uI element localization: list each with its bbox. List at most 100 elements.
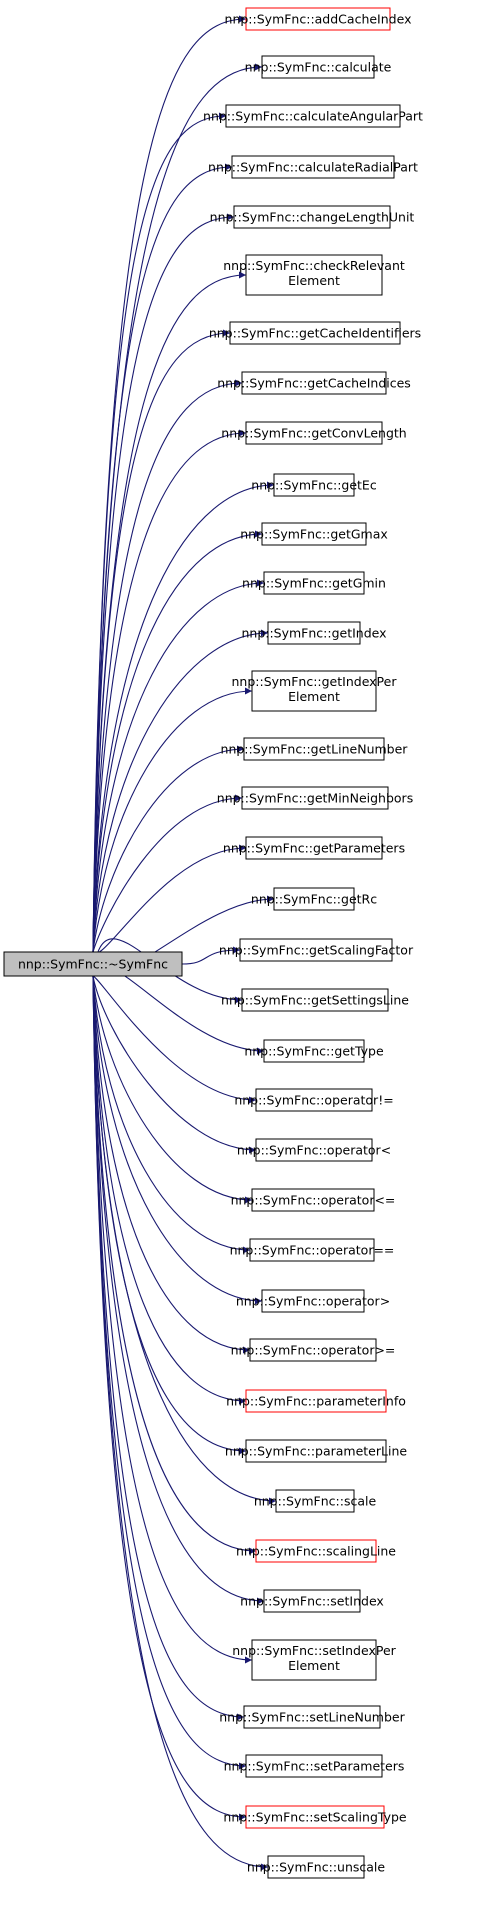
callee-nnp-symfnc-gettype[interactable]: nnp::SymFnc::getType	[244, 1039, 384, 1063]
callee-nnp-symfnc-getlinenumber-box	[243, 737, 385, 761]
callee-nnp-symfnc-getsettingsline-box	[241, 988, 389, 1012]
callee-nnp-symfnc-operator[interactable]: nnp::SymFnc::operator==	[230, 1238, 395, 1262]
callee-nnp-symfnc-setindex[interactable]: nnp::SymFnc::setIndex	[240, 1589, 384, 1613]
callee-nnp-symfnc-getcacheidentifiers[interactable]: nnp::SymFnc::getCacheIdentifiers	[209, 321, 421, 345]
callee-nnp-symfnc-getindex[interactable]: nnp::SymFnc::getIndex	[241, 621, 387, 645]
callee-nnp-symfnc-operator-label: nnp::SymFnc::operator!=	[234, 1093, 393, 1108]
edge-nnp-symfnc-scale	[92, 975, 277, 1505]
edge-nnp-symfnc-operator	[92, 975, 253, 1204]
callee-nnp-symfnc-addcacheindex-label: nnp::SymFnc::addCacheIndex	[225, 12, 412, 27]
callee-nnp-symfnc-getlinenumber[interactable]: nnp::SymFnc::getLineNumber	[221, 737, 409, 761]
callee-nnp-symfnc-checkrelevant-element-label: Element	[288, 273, 340, 288]
callee-nnp-symfnc-setindexper-element-box	[251, 1639, 377, 1681]
callee-nnp-symfnc-operator-box	[251, 1188, 375, 1212]
edge-nnp-symfnc-operator	[92, 975, 251, 1254]
callee-nnp-symfnc-getindexper-element-label: Element	[288, 689, 340, 704]
callee-nnp-symfnc-getgmin-label: nnp::SymFnc::getGmin	[242, 576, 386, 591]
callee-nnp-symfnc-setlinenumber-box	[243, 1705, 381, 1729]
callee-nodes: nnp::SymFnc::addCacheIndexnnp::SymFnc::c…	[203, 7, 423, 1879]
callee-nnp-symfnc-getminneighbors-label: nnp::SymFnc::getMinNeighbors	[217, 791, 413, 806]
callee-nnp-symfnc-setparameters[interactable]: nnp::SymFnc::setParameters	[224, 1754, 405, 1778]
callee-nnp-symfnc-operator-label: nnp::SymFnc::operator<	[237, 1143, 391, 1158]
callee-nnp-symfnc-getlinenumber-label: nnp::SymFnc::getLineNumber	[221, 742, 409, 757]
callee-nnp-symfnc-parameterline-label: nnp::SymFnc::parameterLine	[225, 1444, 407, 1459]
callee-nnp-symfnc-operator-box	[255, 1088, 373, 1112]
edge-nnp-symfnc-parameterinfo	[92, 975, 247, 1405]
callee-nnp-symfnc-addcacheindex-box	[245, 7, 391, 31]
callee-nnp-symfnc-getscalingfactor[interactable]: nnp::SymFnc::getScalingFactor	[219, 938, 414, 962]
edge-nnp-symfnc-gettype	[92, 965, 265, 1055]
edges	[92, 15, 277, 1871]
callee-nnp-symfnc-scalingline[interactable]: nnp::SymFnc::scalingLine	[236, 1539, 396, 1563]
callee-nnp-symfnc-checkrelevant-element-box	[245, 254, 383, 296]
callee-nnp-symfnc-getrc[interactable]: nnp::SymFnc::getRc	[251, 887, 377, 911]
edge-nnp-symfnc-getlinenumber	[92, 745, 245, 953]
callee-nnp-symfnc-getec-box	[273, 473, 355, 497]
callee-nnp-symfnc-operator[interactable]: nnp::SymFnc::operator>	[236, 1289, 390, 1313]
callee-nnp-symfnc-getconvlength-label: nnp::SymFnc::getConvLength	[221, 426, 406, 441]
callee-nnp-symfnc-calculateradialpart[interactable]: nnp::SymFnc::calculateRadialPart	[208, 155, 418, 179]
callee-nnp-symfnc-getgmax-box	[261, 522, 367, 546]
callee-nnp-symfnc-getparameters[interactable]: nnp::SymFnc::getParameters	[223, 836, 405, 860]
callee-nnp-symfnc-operator-box	[249, 1238, 375, 1262]
callee-nnp-symfnc-getindex-label: nnp::SymFnc::getIndex	[241, 626, 386, 641]
callee-nnp-symfnc-addcacheindex[interactable]: nnp::SymFnc::addCacheIndex	[225, 7, 412, 31]
callee-nnp-symfnc-unscale-label: nnp::SymFnc::unscale	[247, 1860, 385, 1875]
callee-nnp-symfnc-setparameters-label: nnp::SymFnc::setParameters	[224, 1759, 405, 1774]
callee-nnp-symfnc-setparameters-box	[245, 1754, 383, 1778]
callee-nnp-symfnc-getec[interactable]: nnp::SymFnc::getEc	[251, 473, 377, 497]
callee-nnp-symfnc-operator[interactable]: nnp::SymFnc::operator!=	[234, 1088, 394, 1112]
callee-nnp-symfnc-getgmax[interactable]: nnp::SymFnc::getGmax	[240, 522, 388, 546]
callee-nnp-symfnc-operator-label: nnp::SymFnc::operator>	[236, 1294, 390, 1309]
edge-nnp-symfnc-calculate	[92, 63, 263, 953]
callee-nnp-symfnc-setscalingtype-box	[245, 1805, 385, 1829]
callee-nnp-symfnc-changelengthunit[interactable]: nnp::SymFnc::changeLengthUnit	[210, 205, 415, 229]
callee-nnp-symfnc-calculateradialpart-label: nnp::SymFnc::calculateRadialPart	[208, 160, 418, 175]
callee-nnp-symfnc-getrc-label: nnp::SymFnc::getRc	[251, 892, 377, 907]
callee-nnp-symfnc-calculateangularpart-label: nnp::SymFnc::calculateAngularPart	[203, 109, 423, 124]
callee-nnp-symfnc-parameterline[interactable]: nnp::SymFnc::parameterLine	[225, 1439, 407, 1463]
callee-nnp-symfnc-checkrelevant-element-label: nnp::SymFnc::checkRelevant	[223, 258, 405, 273]
root-node-label: nnp::SymFnc::~SymFnc	[18, 957, 168, 972]
edge-nnp-symfnc-calculateangularpart	[92, 112, 227, 953]
callee-nnp-symfnc-scale-label: nnp::SymFnc::scale	[254, 1494, 377, 1509]
callee-nnp-symfnc-calculate-box	[261, 55, 375, 79]
root-node[interactable]: nnp::SymFnc::~SymFnc	[3, 951, 183, 977]
callee-nnp-symfnc-getcacheindices[interactable]: nnp::SymFnc::getCacheIndices	[217, 371, 411, 395]
edge-nnp-symfnc-calculateradialpart	[92, 163, 233, 953]
callee-nnp-symfnc-getsettingsline-label: nnp::SymFnc::getSettingsLine	[221, 993, 409, 1008]
callee-nnp-symfnc-getminneighbors[interactable]: nnp::SymFnc::getMinNeighbors	[217, 786, 413, 810]
callee-nnp-symfnc-getconvlength-box	[245, 421, 383, 445]
callee-nnp-symfnc-operator-label: nnp::SymFnc::operator<=	[231, 1193, 396, 1208]
callee-nnp-symfnc-parameterline-box	[245, 1439, 387, 1463]
callee-nnp-symfnc-setlinenumber-label: nnp::SymFnc::setLineNumber	[219, 1710, 405, 1725]
callee-nnp-symfnc-parameterinfo[interactable]: nnp::SymFnc::parameterInfo	[226, 1389, 406, 1413]
edge-nnp-symfnc-getcacheindices	[92, 379, 243, 953]
callee-nnp-symfnc-getconvlength[interactable]: nnp::SymFnc::getConvLength	[221, 421, 407, 445]
callee-nnp-symfnc-operator[interactable]: nnp::SymFnc::operator<=	[231, 1188, 396, 1212]
callee-nnp-symfnc-setindexper-element-label: nnp::SymFnc::setIndexPer	[232, 1643, 396, 1658]
callee-nnp-symfnc-operator[interactable]: nnp::SymFnc::operator>=	[231, 1338, 396, 1362]
callee-nnp-symfnc-parameterinfo-box	[245, 1389, 387, 1413]
callee-nnp-symfnc-getgmin[interactable]: nnp::SymFnc::getGmin	[242, 571, 386, 595]
callee-nnp-symfnc-setscalingtype[interactable]: nnp::SymFnc::setScalingType	[223, 1805, 407, 1829]
callee-nnp-symfnc-scale-box	[275, 1489, 355, 1513]
callee-nnp-symfnc-setlinenumber[interactable]: nnp::SymFnc::setLineNumber	[219, 1705, 406, 1729]
callee-nnp-symfnc-setindex-box	[263, 1589, 361, 1613]
edge-nnp-symfnc-setindexper-element	[92, 975, 253, 1664]
callee-nnp-symfnc-scalingline-label: nnp::SymFnc::scalingLine	[236, 1544, 396, 1559]
callee-nnp-symfnc-getsettingsline[interactable]: nnp::SymFnc::getSettingsLine	[221, 988, 409, 1012]
callee-nnp-symfnc-scale[interactable]: nnp::SymFnc::scale	[254, 1489, 377, 1513]
callee-nnp-symfnc-calculate[interactable]: nnp::SymFnc::calculate	[245, 55, 392, 79]
callee-nnp-symfnc-unscale[interactable]: nnp::SymFnc::unscale	[247, 1855, 385, 1879]
edge-nnp-symfnc-operator	[92, 975, 251, 1354]
callee-nnp-symfnc-operator-box	[255, 1138, 373, 1162]
edge-nnp-symfnc-scalingline	[92, 975, 257, 1555]
callee-nnp-symfnc-scalingline-box	[255, 1539, 377, 1563]
callee-nnp-symfnc-operator[interactable]: nnp::SymFnc::operator<	[237, 1138, 391, 1162]
callee-nnp-symfnc-calculateangularpart[interactable]: nnp::SymFnc::calculateAngularPart	[203, 104, 423, 128]
callee-nnp-symfnc-unscale-box	[267, 1855, 365, 1879]
